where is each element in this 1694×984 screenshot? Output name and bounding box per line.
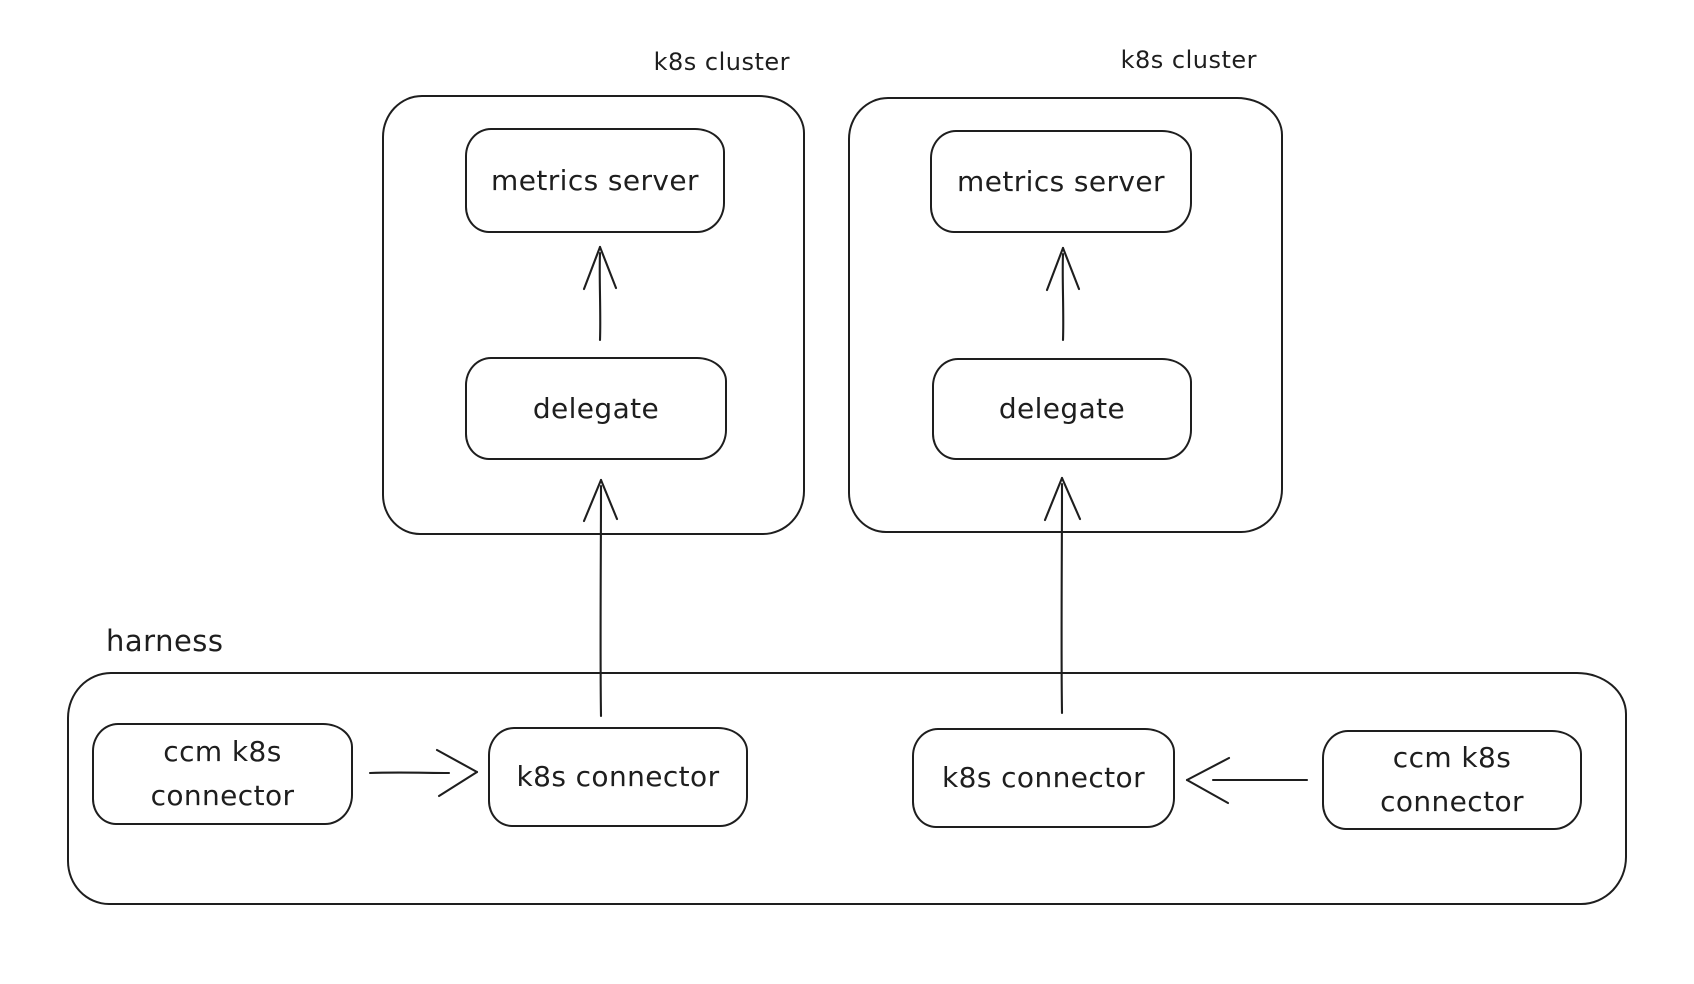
cluster-title-right: k8s cluster [1120,46,1257,74]
ccm-k8s-connector-node-right: ccm k8s connector [1322,730,1582,830]
cluster-box-right [848,97,1283,533]
metrics-server-node-right: metrics server [930,130,1192,233]
k8s-connector-label-left: k8s connector [516,760,720,793]
ccm-k8s-connector-line2-right: connector [1380,785,1524,818]
ccm-k8s-connector-line1-right: ccm k8s [1392,741,1512,774]
delegate-label-left: delegate [532,391,660,425]
cluster-title-left: k8s cluster [653,48,790,76]
delegate-node-left: delegate [465,357,727,460]
harness-title: harness [106,624,224,658]
ccm-k8s-connector-line2-left: connector [150,779,295,812]
delegate-label-right: delegate [998,392,1126,425]
ccm-k8s-connector-node-left: ccm k8s connector [92,723,353,825]
metrics-server-node-left: metrics server [465,128,725,233]
k8s-connector-label-right: k8s connector [942,761,1145,794]
cluster-box-left [382,95,805,535]
metrics-server-label-right: metrics server [957,164,1165,198]
delegate-node-right: delegate [932,358,1192,460]
k8s-connector-node-right: k8s connector [912,728,1175,828]
ccm-k8s-connector-line1-left: ccm k8s [163,735,282,768]
harness-box [67,672,1627,905]
metrics-server-label-left: metrics server [491,163,699,197]
k8s-connector-node-left: k8s connector [488,727,748,827]
